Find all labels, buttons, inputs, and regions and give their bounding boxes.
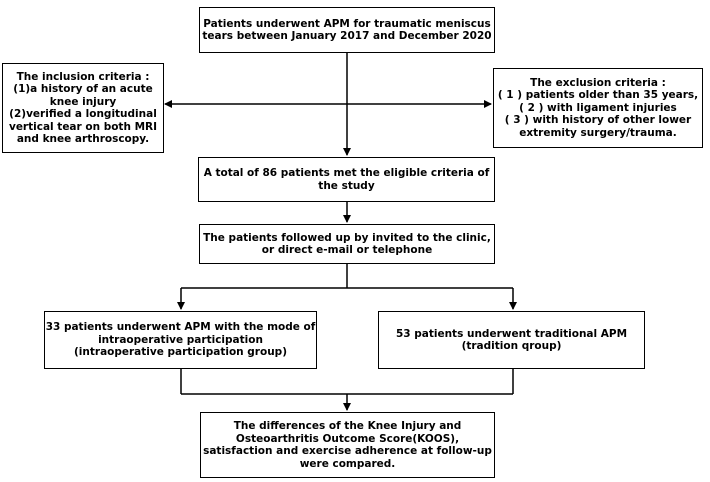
box-top-patients: Patients underwent APM for traumatic men… (199, 7, 495, 53)
box-inclusion-text: The inclusion criteria : (1)a history of… (8, 70, 158, 146)
box-group-right: 53 patients underwent traditional APM (t… (378, 311, 645, 369)
box-eligible: A total of 86 patients met the eligible … (198, 157, 495, 202)
box-exclusion-text: The exclusion criteria : ( 1 ) patients … (497, 76, 699, 139)
box-group-right-text: 53 patients underwent traditional APM (t… (395, 327, 628, 353)
box-followup-text: The patients followed up by invited to t… (203, 231, 491, 257)
box-followup: The patients followed up by invited to t… (199, 224, 495, 264)
box-eligible-text: A total of 86 patients met the eligible … (203, 167, 490, 192)
box-exclusion-criteria: The exclusion criteria : ( 1 ) patients … (493, 68, 703, 148)
box-inclusion-criteria: The inclusion criteria : (1)a history of… (2, 63, 164, 153)
box-group-left: 33 patients underwent APM with the mode … (44, 311, 317, 369)
box-outcome-text: The differences of the Knee Injury and O… (203, 420, 492, 470)
box-top-text: Patients underwent APM for traumatic men… (202, 17, 492, 43)
box-outcome: The differences of the Knee Injury and O… (200, 412, 495, 478)
box-group-left-text: 33 patients underwent APM with the mode … (45, 321, 316, 359)
